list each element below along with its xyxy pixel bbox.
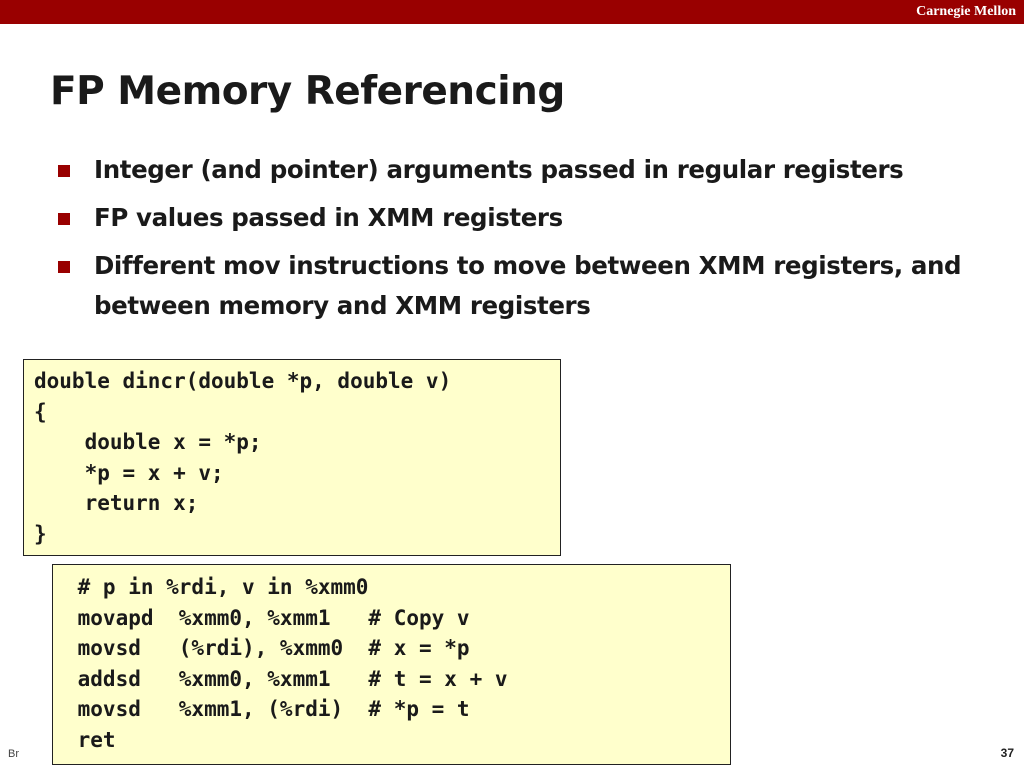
assembly-code-block: # p in %rdi, v in %xmm0 movapd %xmm0, %x…: [52, 564, 731, 765]
bullet-text: Different mov instructions to move betwe…: [94, 251, 962, 320]
code-line: ret: [65, 727, 116, 752]
bullet-item: FP values passed in XMM registers: [56, 198, 976, 238]
bullet-item: Integer (and pointer) arguments passed i…: [56, 150, 976, 190]
code-line: *p = x + v;: [34, 460, 224, 485]
square-bullet-icon: [58, 213, 70, 225]
bullet-item: Different mov instructions to move betwe…: [56, 246, 976, 326]
code-line: {: [34, 399, 47, 424]
bullet-list: Integer (and pointer) arguments passed i…: [56, 150, 976, 334]
footer-text: Br: [8, 748, 19, 760]
code-line: addsd %xmm0, %xmm1 # t = x + v: [65, 666, 508, 691]
square-bullet-icon: [58, 165, 70, 177]
bullet-text: FP values passed in XMM registers: [94, 203, 563, 232]
square-bullet-icon: [58, 261, 70, 273]
bullet-text: Integer (and pointer) arguments passed i…: [94, 155, 904, 184]
brand-label: Carnegie Mellon: [916, 4, 1016, 19]
code-line: }: [34, 521, 47, 546]
code-line: double dincr(double *p, double v): [34, 369, 452, 393]
code-line: # p in %rdi, v in %xmm0: [65, 575, 369, 599]
page-number: 37: [1000, 746, 1014, 760]
code-line: movsd %xmm1, (%rdi) # *p = t: [65, 697, 470, 722]
code-line: movapd %xmm0, %xmm1 # Copy v: [65, 605, 470, 630]
c-code-block: double dincr(double *p, double v) { doub…: [23, 359, 561, 556]
code-line: movsd (%rdi), %xmm0 # x = *p: [65, 636, 470, 661]
code-line: double x = *p;: [34, 430, 262, 455]
top-banner: Carnegie Mellon: [0, 0, 1024, 24]
code-line: return x;: [34, 491, 199, 516]
slide-title: FP Memory Referencing: [50, 69, 565, 114]
